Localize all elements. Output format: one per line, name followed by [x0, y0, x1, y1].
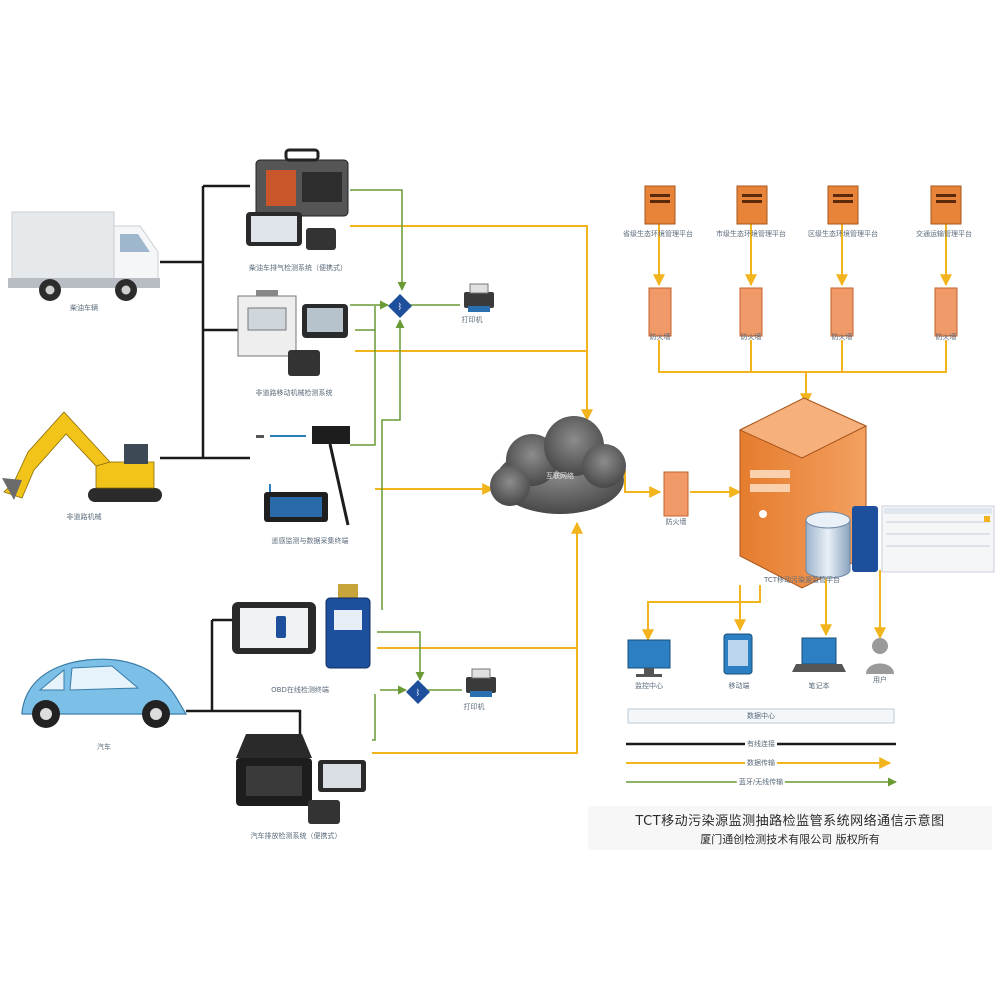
bluetooth-node-2-icon: ᛒ: [406, 680, 430, 704]
data-lines: [350, 224, 952, 754]
internet-cloud-icon: [490, 416, 626, 514]
legend-green-label: 蓝牙/无线传输: [736, 778, 786, 787]
device-3-label: 遥感监测与数据采集终端: [271, 537, 349, 545]
car-label: 汽车: [97, 743, 111, 751]
client-user-label: 用户: [873, 676, 887, 684]
caption-box: TCT移动污染源监测抽路检监管系统网络通信示意图 厦门通创检测技术有限公司 版权…: [588, 806, 992, 850]
firewall-main-icon: [663, 471, 689, 517]
firewall-4-icon: [934, 287, 958, 337]
printer-1-icon: [464, 283, 494, 312]
remote-sensing-device-icon: [256, 426, 350, 526]
legend-black-label: 有线连接: [745, 740, 777, 749]
bluetooth-node-1-icon: ᛒ: [388, 294, 412, 318]
legend-box: [627, 708, 895, 724]
firewall-3-icon: [830, 287, 854, 337]
legend-box-label: 数据中心: [747, 712, 775, 720]
analyzer-device-1-icon: [246, 148, 349, 250]
caption-title: TCT移动污染源监测抽路检监管系统网络通信示意图: [635, 814, 945, 829]
firewall-1-icon: [648, 287, 672, 337]
firewall-3-label: 防火墙: [831, 333, 853, 341]
platform-server-4-icon: [930, 185, 962, 225]
excavator-label: 非道路机械: [66, 513, 102, 521]
tablet-icon: [723, 633, 753, 675]
wireless-lines: [350, 189, 462, 741]
printer-2-label: 打印机: [463, 703, 485, 711]
laptop-icon: [792, 637, 846, 672]
printer-1-label: 打印机: [461, 316, 483, 324]
client-monitor-label: 监控中心: [635, 682, 663, 690]
device-4-label: OBD在线检测终端: [271, 686, 329, 694]
device-2-label: 非道路移动机械检测系统: [255, 389, 333, 397]
svg-text:ᛒ: ᛒ: [398, 302, 403, 311]
platform-server-3-icon: [827, 185, 859, 225]
main-server-icon: [738, 397, 868, 589]
server-1-label: 省级生态环境管理平台: [623, 230, 693, 238]
truck-label: 柴油车辆: [70, 304, 98, 312]
user-icon: [866, 638, 894, 674]
monitor-icon: [627, 639, 671, 677]
main-firewall-label: 防火墙: [665, 518, 687, 526]
dashboard-screen-icon: [852, 505, 995, 573]
printer-2-icon: [466, 668, 496, 697]
truck-icon: [8, 211, 160, 301]
main-server-label: TCT移动污染源监管平台: [763, 576, 841, 584]
legend: [626, 708, 897, 787]
platform-server-icons: [644, 185, 962, 225]
excavator-icon: [2, 411, 162, 502]
cloud-label: 互联网络: [546, 472, 574, 480]
client-tablet-label: 移动端: [728, 682, 750, 690]
firewall-2-label: 防火墙: [740, 333, 762, 341]
portable-case-device-icon: [236, 734, 366, 824]
caption-owner: 厦门通创检测技术有限公司 版权所有: [700, 833, 880, 846]
wired-connections: [160, 184, 302, 745]
firewall-2-icon: [739, 287, 763, 337]
platform-server-1-icon: [644, 185, 676, 225]
analyzer-device-2-icon: [237, 290, 348, 376]
legend-gold-label: 数据传输: [745, 759, 777, 768]
server-3-label: 区级生态环境管理平台: [808, 230, 878, 238]
device-1-label: 柴油车排气检测系统（便携式）: [249, 264, 347, 272]
obd-device-icon: [232, 584, 371, 669]
svg-text:ᛒ: ᛒ: [416, 688, 421, 697]
firewall-icons: [648, 287, 958, 517]
client-laptop-label: 笔记本: [808, 682, 830, 690]
firewall-1-label: 防火墙: [649, 333, 671, 341]
firewall-4-label: 防火墙: [935, 333, 957, 341]
server-4-label: 交通运输管理平台: [916, 230, 972, 238]
server-2-label: 市级生态环境管理平台: [716, 230, 786, 238]
platform-server-2-icon: [736, 185, 768, 225]
device-5-label: 汽车排放检测系统（便携式）: [250, 832, 342, 840]
car-icon: [21, 658, 188, 728]
